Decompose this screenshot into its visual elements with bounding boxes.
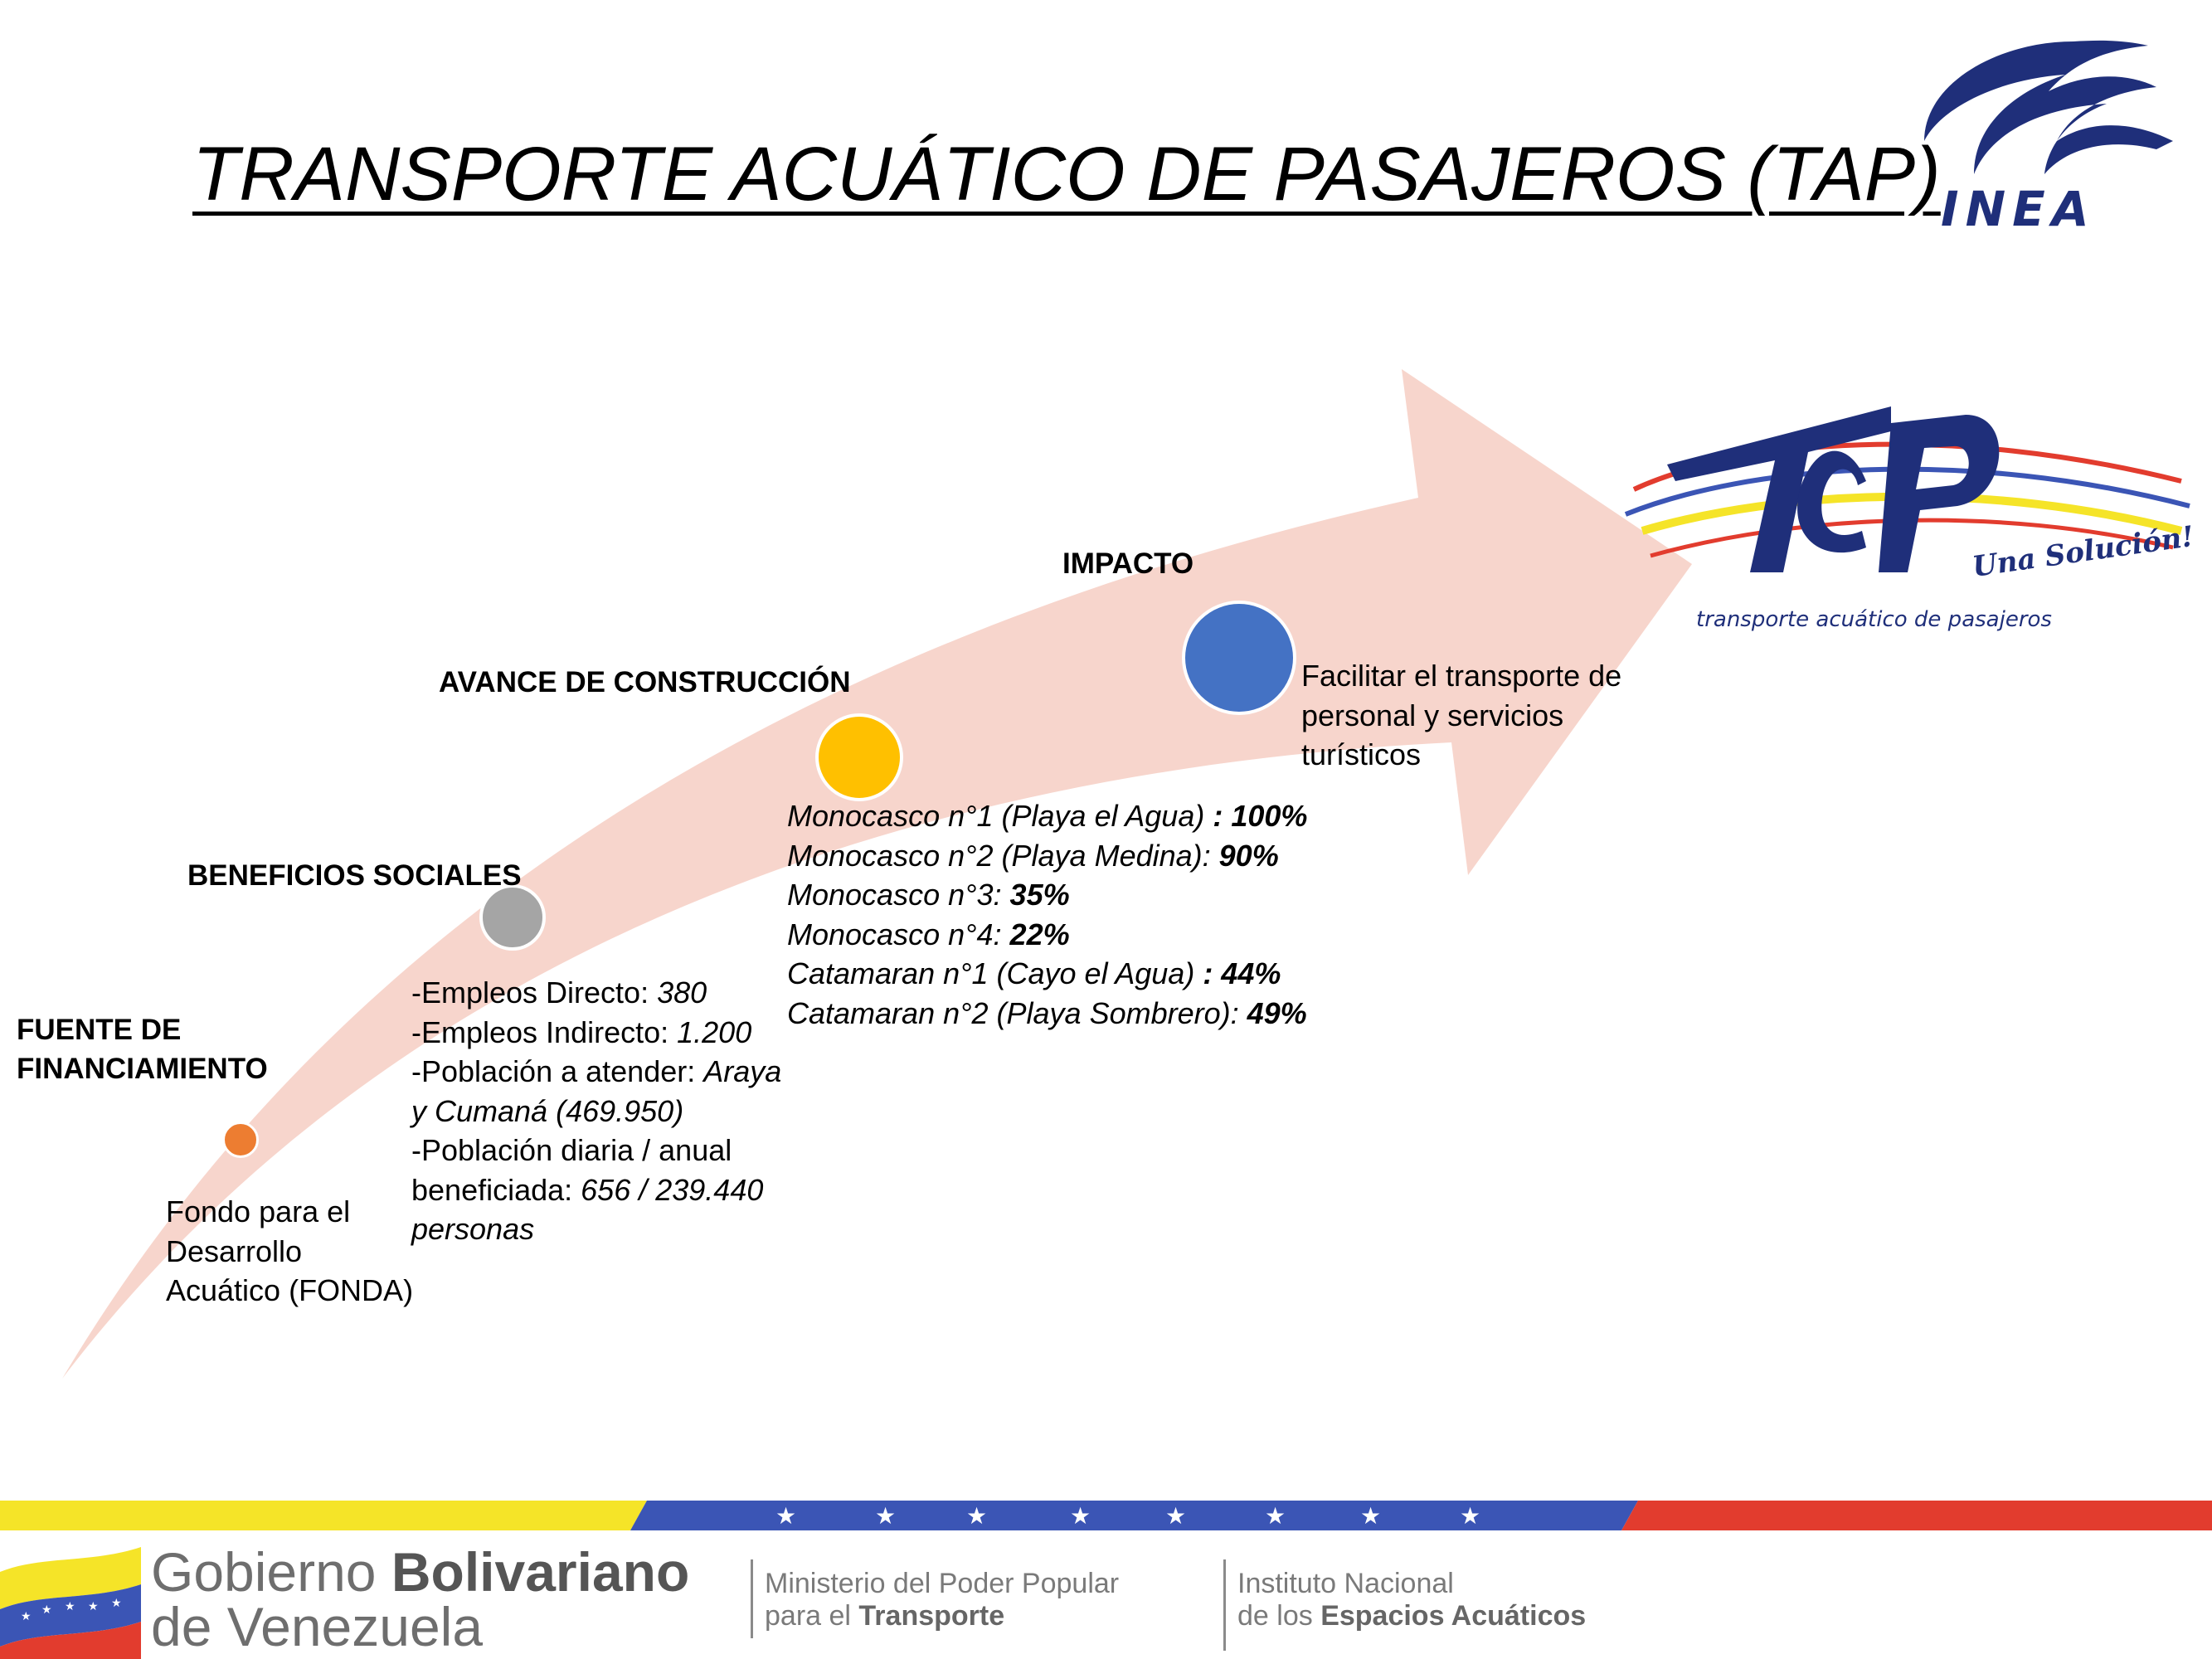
svg-text:INEA: INEA bbox=[1941, 181, 2096, 237]
svg-text:★: ★ bbox=[21, 1610, 32, 1623]
venezuela-flag-icon: ★ ★ ★ ★ ★ bbox=[0, 1547, 141, 1659]
svg-text:★: ★ bbox=[1460, 1502, 1480, 1530]
svg-text:★: ★ bbox=[65, 1600, 75, 1613]
svg-text:★: ★ bbox=[1360, 1502, 1381, 1530]
list-item: Monocasco n°3: 35% bbox=[787, 878, 1070, 912]
svg-text:★: ★ bbox=[1165, 1502, 1186, 1530]
gobierno-logo-text: Gobierno Bolivariano de Venezuela bbox=[151, 1541, 690, 1657]
tap-logo: Una Solución! transporte acuático de pas… bbox=[1624, 406, 2196, 632]
ministerio-text: Ministerio del Poder Popular para el Tra… bbox=[765, 1568, 1120, 1632]
stage-beneficios-label: BENEFICIOS SOCIALES bbox=[187, 859, 522, 892]
svg-text:transporte acuático de pasajer: transporte acuático de pasajeros bbox=[1696, 607, 2052, 632]
svg-text:★: ★ bbox=[875, 1502, 896, 1530]
arrow-shape bbox=[62, 369, 1692, 1379]
star-icon: ★ ★ ★ ★ ★ ★ ★ ★ bbox=[775, 1502, 1480, 1530]
svg-text:★: ★ bbox=[966, 1502, 987, 1530]
svg-text:★: ★ bbox=[1265, 1502, 1286, 1530]
footer-divider bbox=[751, 1559, 753, 1638]
inea-logo: INEA bbox=[1924, 40, 2173, 237]
svg-text:★: ★ bbox=[88, 1600, 99, 1613]
stage-avance-dot bbox=[815, 713, 903, 801]
stage-avance-label: AVANCE DE CONSTRUCCIÓN bbox=[439, 666, 851, 698]
stage-fuente-dot bbox=[222, 1121, 259, 1158]
list-item: Catamaran n°2 (Playa Sombrero): 49% bbox=[787, 995, 1307, 1030]
svg-text:★: ★ bbox=[775, 1502, 796, 1530]
list-item: Monocasco n°4: 22% bbox=[787, 917, 1070, 951]
page-title: TRANSPORTE ACUÁTICO DE PASAJEROS (TAP) bbox=[192, 132, 1941, 216]
footer-divider bbox=[1223, 1559, 1226, 1651]
stage-avance-text: Monocasco n°1 (Playa el Agua) : 100% Mon… bbox=[787, 796, 1307, 1033]
stage-impacto-text: Facilitar el transporte de personal y se… bbox=[1301, 659, 1622, 771]
list-item: Monocasco n°1 (Playa el Agua) : 100% bbox=[787, 799, 1308, 833]
stage-fuente-label: FUENTE DE FINANCIAMIENTO bbox=[17, 1014, 268, 1085]
svg-text:★: ★ bbox=[1070, 1502, 1091, 1530]
stage-fuente-text: Fondo para el Desarrollo Acuático (FONDA… bbox=[166, 1194, 414, 1307]
stage-beneficios-text: -Empleos Directo: 380 -Empleos Indirecto… bbox=[411, 975, 782, 1246]
list-item: Catamaran n°1 (Cayo el Agua) : 44% bbox=[787, 956, 1281, 990]
stage-impacto-label: IMPACTO bbox=[1062, 547, 1194, 580]
instituto-text: Instituto Nacional de los Espacios Acuát… bbox=[1237, 1568, 1587, 1632]
flag-band: ★ ★ ★ ★ ★ ★ ★ ★ bbox=[0, 1501, 2212, 1530]
svg-text:★: ★ bbox=[111, 1597, 122, 1610]
stage-beneficios-dot bbox=[479, 884, 546, 951]
list-item: Monocasco n°2 (Playa Medina): 90% bbox=[787, 838, 1279, 873]
stage-impacto-dot bbox=[1182, 601, 1296, 715]
svg-text:★: ★ bbox=[41, 1603, 52, 1617]
